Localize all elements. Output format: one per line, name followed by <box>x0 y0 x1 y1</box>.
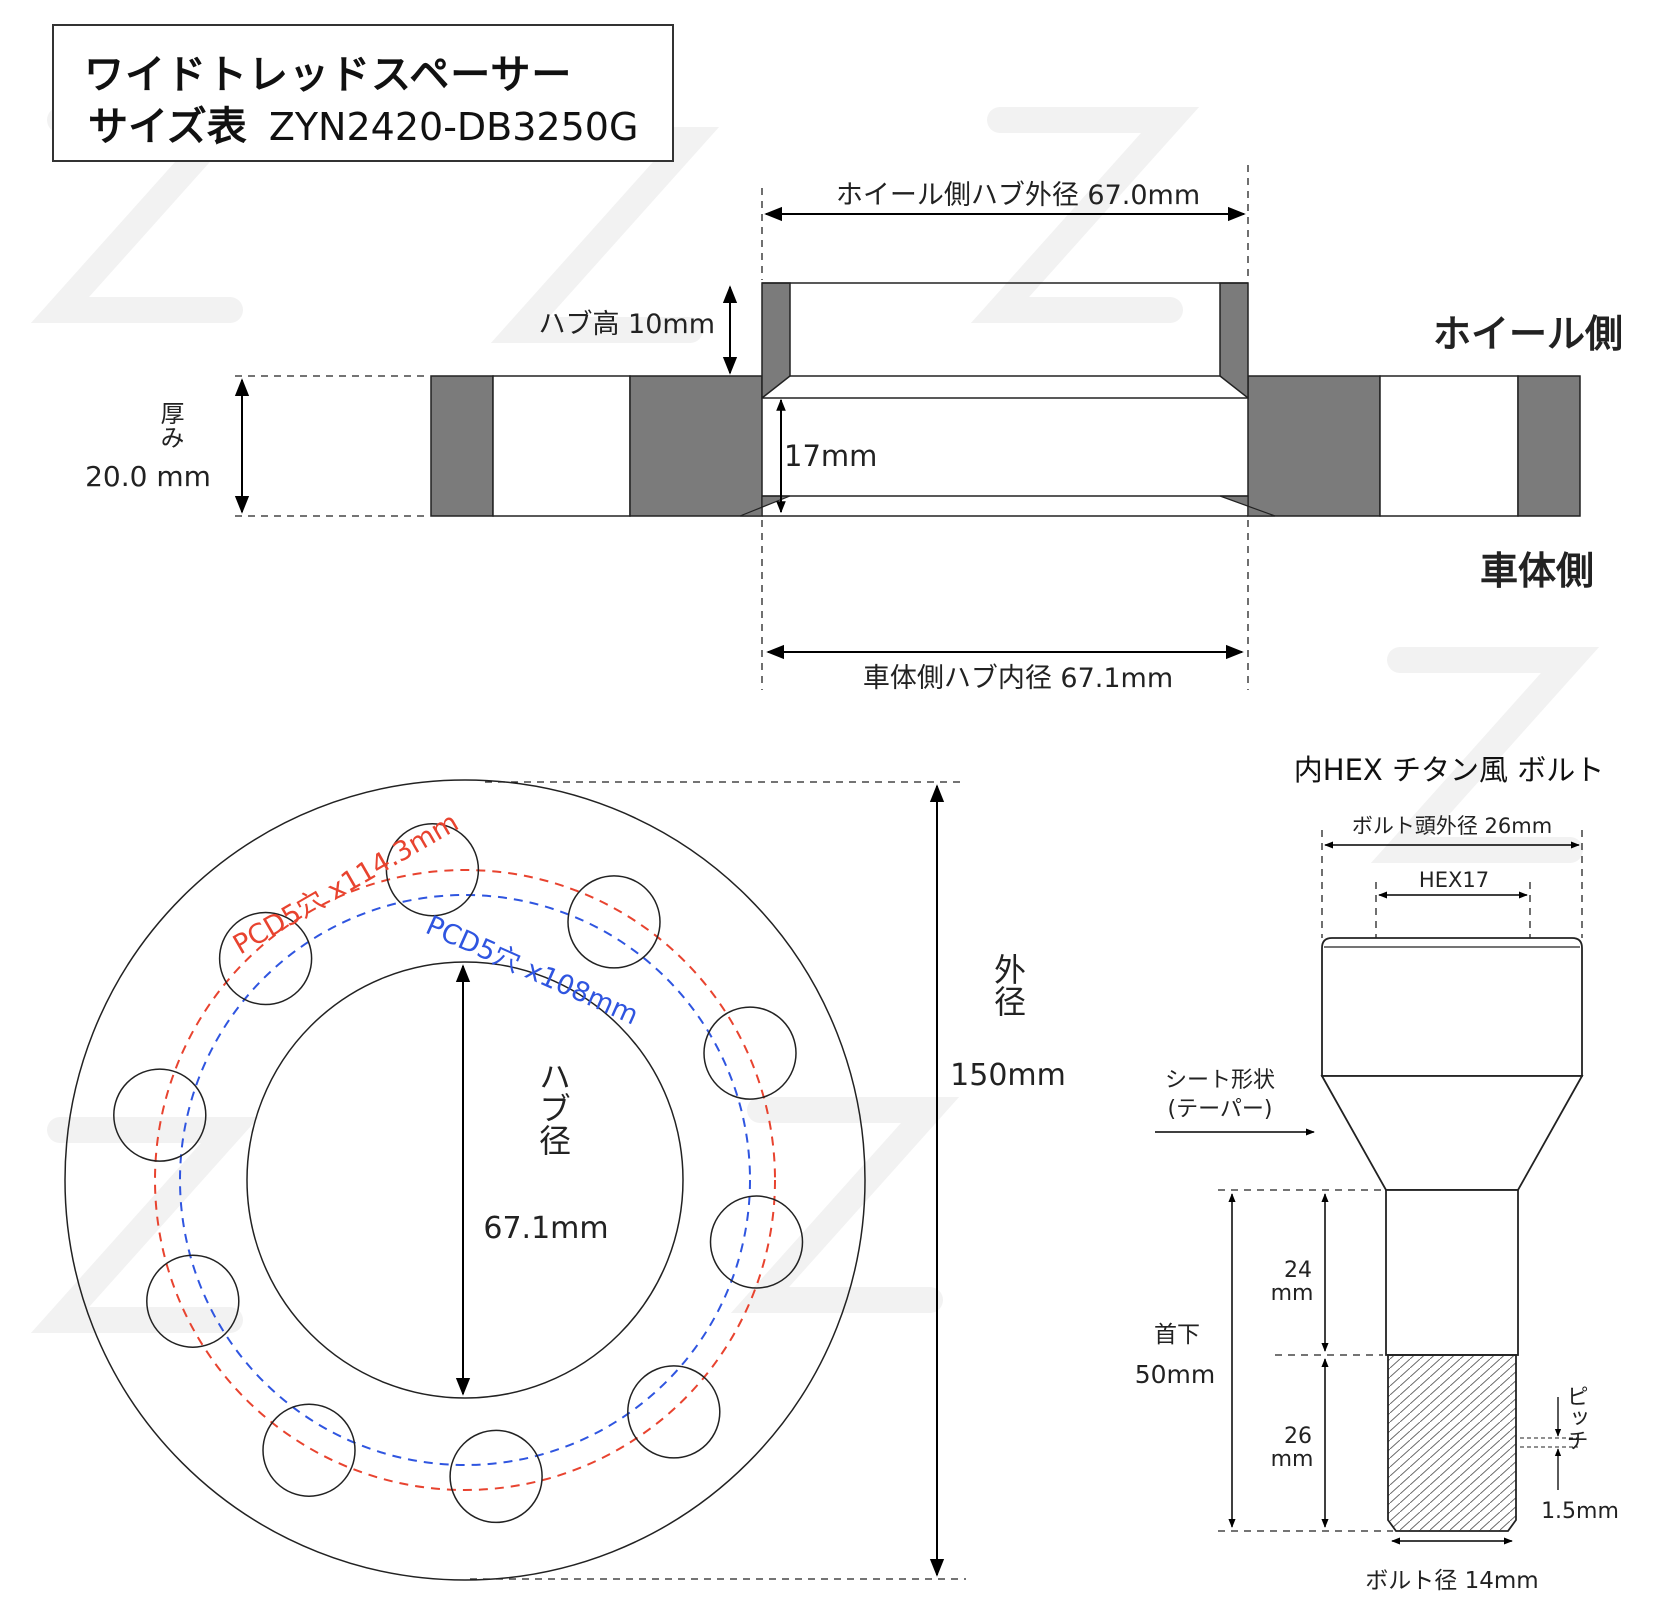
label-seat-shape-1: シート形状 <box>1165 1068 1275 1093</box>
hub-ring-left <box>761 282 791 400</box>
spacer-cross-section: ホイール側ハブ外径 67.0mm ハブ高 10mm 厚み 20.0 mm 17m… <box>85 165 1623 694</box>
label-wheel-side: ホイール側 <box>1433 312 1623 356</box>
label-thread-unit: mm <box>1271 1447 1314 1472</box>
pcd-circle-blue <box>179 894 751 1466</box>
label-hub-height: ハブ高 10mm <box>538 309 715 340</box>
label-wheel-hub-od: ホイール側ハブ外径 67.0mm <box>836 180 1200 211</box>
stud-hole-2 <box>703 1006 797 1100</box>
stud-hole-8 <box>449 1429 543 1524</box>
label-outer-diameter: 外径 <box>989 953 1027 1017</box>
stud-hole-4 <box>262 1403 356 1497</box>
bolt-shank <box>1385 1189 1519 1356</box>
spacer-front-view <box>64 779 866 1581</box>
label-hex: HEX17 <box>1419 868 1489 892</box>
title-box: ワイドトレッドスペーサー サイズ表 ZYN2420-DB3250G <box>52 24 674 162</box>
watermark <box>30 107 1600 1333</box>
bolt-taper-seat <box>1320 1075 1584 1191</box>
label-pcd-blue: PCD5穴 x108mm <box>421 910 643 1031</box>
plate-right-inner <box>1247 375 1381 517</box>
title-product-name: ワイドトレッドスペーサー <box>84 52 573 98</box>
plate-left-stud-hole <box>492 375 631 517</box>
model-code: ZYN2420-DB3250G <box>268 105 639 149</box>
stud-hole-6 <box>567 875 661 969</box>
label-thickness: 厚み <box>156 401 184 449</box>
label-seat-shape-2: (テーパー) <box>1168 1097 1273 1122</box>
label-body-hub-id: 車体側ハブ内径 67.1mm <box>863 663 1173 694</box>
title-size-label: サイズ表 <box>88 104 247 150</box>
label-hub-diameter-value: 67.1mm <box>483 1211 608 1246</box>
hub-bore-circle <box>246 961 684 1399</box>
plate-left-outer <box>430 375 494 517</box>
stud-hole-10 <box>218 911 313 1006</box>
plate-right-outer <box>1517 375 1581 517</box>
stud-hole-3 <box>627 1365 721 1459</box>
bolt-drawing: 内HEX チタン風 ボルト ボルト頭外径 26mm HEX17 シート形状 (テ… <box>1135 753 1619 1594</box>
label-under-head-value: 50mm <box>1135 1360 1216 1389</box>
label-pitch-value: 1.5mm <box>1541 1499 1619 1524</box>
pcd-circle-red <box>154 869 776 1491</box>
bolt-thread <box>1387 1354 1517 1532</box>
label-hub-diameter: ハブ径 <box>534 1060 572 1156</box>
bolt-title: 内HEX チタン風 ボルト <box>1294 753 1604 787</box>
label-shank-unit: mm <box>1271 1281 1314 1306</box>
label-bolt-diameter: ボルト径 14mm <box>1365 1568 1538 1594</box>
outer-circle <box>64 779 866 1581</box>
plate-left-inner <box>629 375 763 517</box>
stud-hole-1 <box>385 822 480 917</box>
label-head-od: ボルト頭外径 26mm <box>1352 814 1552 838</box>
label-pitch: ピッチ <box>1563 1385 1588 1451</box>
stud-hole-9 <box>146 1254 240 1348</box>
label-thread-num: 26 <box>1284 1424 1312 1449</box>
label-outer-diameter-value: 150mm <box>950 1058 1066 1093</box>
stud-hole-5 <box>113 1068 207 1162</box>
label-inner-depth: 17mm <box>784 439 877 473</box>
bolt-head <box>1321 937 1583 1077</box>
label-shank-num: 24 <box>1284 1258 1312 1283</box>
bolt-holes <box>113 822 804 1524</box>
plate-right-stud-hole <box>1379 375 1519 517</box>
title-size-table: サイズ表 ZYN2420-DB3250G <box>88 94 638 152</box>
label-body-side: 車体側 <box>1480 549 1594 593</box>
hub-ring-right <box>1219 282 1249 400</box>
label-thickness-value: 20.0 mm <box>85 460 211 493</box>
stud-hole-7 <box>709 1195 804 1289</box>
label-under-head: 首下 <box>1154 1322 1200 1348</box>
